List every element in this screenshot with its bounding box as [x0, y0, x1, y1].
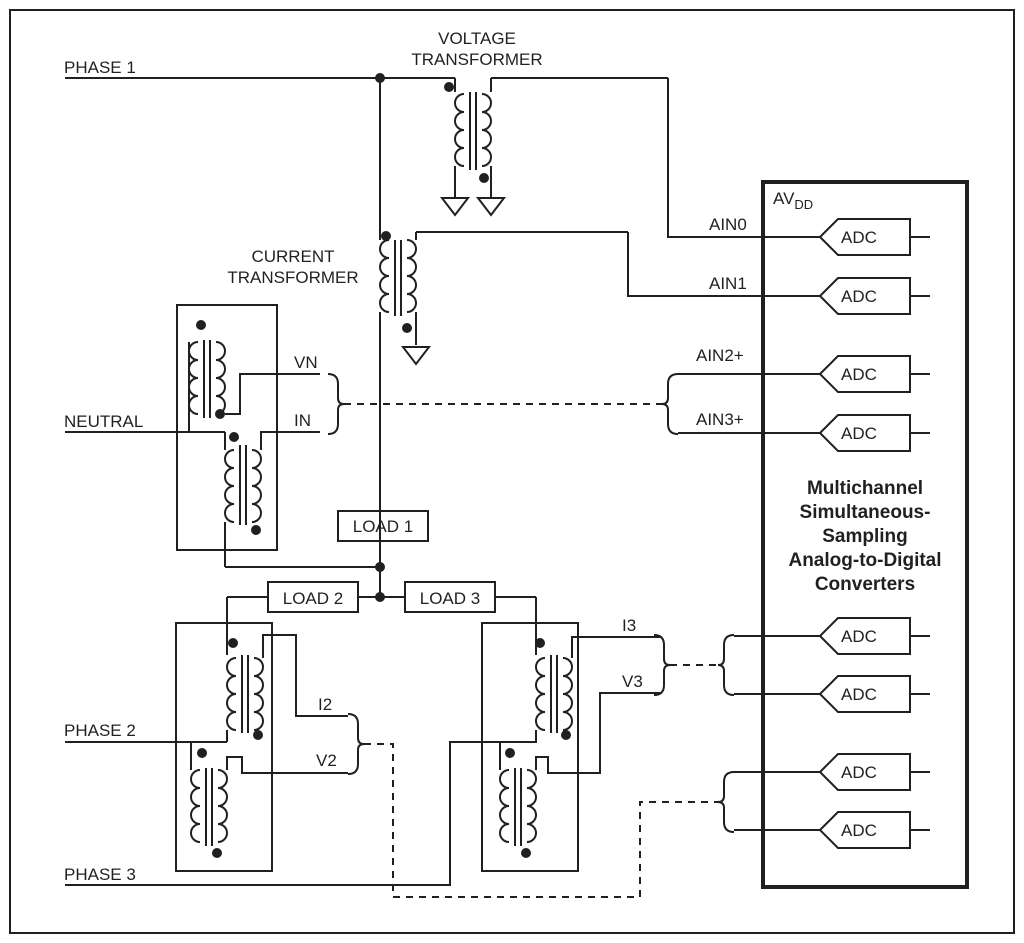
- adc-label-3: ADC: [841, 365, 877, 384]
- adc-channel-6: ADC: [819, 675, 930, 713]
- phase2-label: PHASE 2: [64, 721, 136, 740]
- ain0-label: AIN0: [709, 215, 747, 234]
- adc-channel-5: ADC: [819, 617, 930, 655]
- phase1-wiring: [65, 73, 455, 602]
- current-transformer-label-2: TRANSFORMER: [227, 268, 358, 287]
- converter-title-line-4: Analog-to-Digital: [788, 550, 941, 571]
- phase2-transformers: [65, 597, 348, 872]
- ain1-wire: [627, 232, 820, 297]
- phase2-dashed-link: [364, 743, 718, 898]
- adc-channel-1: ADC: [819, 218, 930, 256]
- vn-in-brace: [327, 373, 345, 435]
- avdd-label: AVDD: [773, 189, 813, 212]
- ain3-label: AIN3+: [696, 410, 744, 429]
- ain2-label: AIN2+: [696, 346, 744, 365]
- load3-box: [404, 581, 496, 613]
- outer-frame: [9, 9, 1015, 934]
- converter-title-line-1: Multichannel: [807, 478, 923, 499]
- voltage-transformer-label-1: VOLTAGE: [438, 29, 516, 48]
- i2-label: I2: [318, 695, 332, 714]
- adc-channel-7: ADC: [819, 753, 930, 791]
- i3-label: I3: [622, 616, 636, 635]
- converter-title-line-5: Converters: [815, 574, 915, 595]
- current-transformer: [379, 231, 628, 365]
- phase3-transformers: [65, 597, 660, 886]
- v2-label: V2: [316, 751, 337, 770]
- adc-label-5: ADC: [841, 627, 877, 646]
- adc-group-brace-1: [717, 634, 735, 696]
- adc-label-1: ADC: [841, 228, 877, 247]
- voltage-transformer: [441, 77, 668, 216]
- i3-v3-brace: [653, 634, 671, 696]
- i2-v2-brace: [347, 713, 365, 775]
- voltage-transformer-label-2: TRANSFORMER: [411, 50, 542, 69]
- load2-label: LOAD 2: [283, 589, 343, 608]
- converter-title: Multichannel Simultaneous- Sampling Anal…: [788, 478, 941, 595]
- ain0-wire: [667, 78, 820, 238]
- converter-title-line-2: Simultaneous-: [800, 502, 931, 523]
- load1-box: [337, 510, 429, 542]
- neutral-label: NEUTRAL: [64, 412, 143, 431]
- adc-channel-4: ADC: [819, 414, 930, 452]
- adc-channel-2: ADC: [819, 277, 930, 315]
- load3-label: LOAD 3: [420, 589, 480, 608]
- adc-label-4: ADC: [841, 424, 877, 443]
- ain1-label: AIN1: [709, 274, 747, 293]
- in-label: IN: [294, 411, 311, 430]
- adc-label-2: ADC: [841, 287, 877, 306]
- phase1-label: PHASE 1: [64, 58, 136, 77]
- adc-channel-3: ADC: [819, 355, 930, 393]
- current-transformer-label-1: CURRENT: [251, 247, 334, 266]
- adc-label-8: ADC: [841, 821, 877, 840]
- adc-label-7: ADC: [841, 763, 877, 782]
- ain2-ain3-brace: [661, 373, 679, 435]
- converter-title-line-3: Sampling: [822, 526, 908, 547]
- vn-label: VN: [294, 353, 318, 372]
- adc-channel-8: ADC: [819, 811, 930, 849]
- load1-label: LOAD 1: [353, 517, 413, 536]
- load2-box: [267, 581, 359, 613]
- adc-group-brace-2: [717, 771, 735, 833]
- v3-label: V3: [622, 672, 643, 691]
- neutral-transformers: [65, 304, 380, 568]
- adc-label-6: ADC: [841, 685, 877, 704]
- phase3-label: PHASE 3: [64, 865, 136, 884]
- converter-block: [761, 180, 969, 889]
